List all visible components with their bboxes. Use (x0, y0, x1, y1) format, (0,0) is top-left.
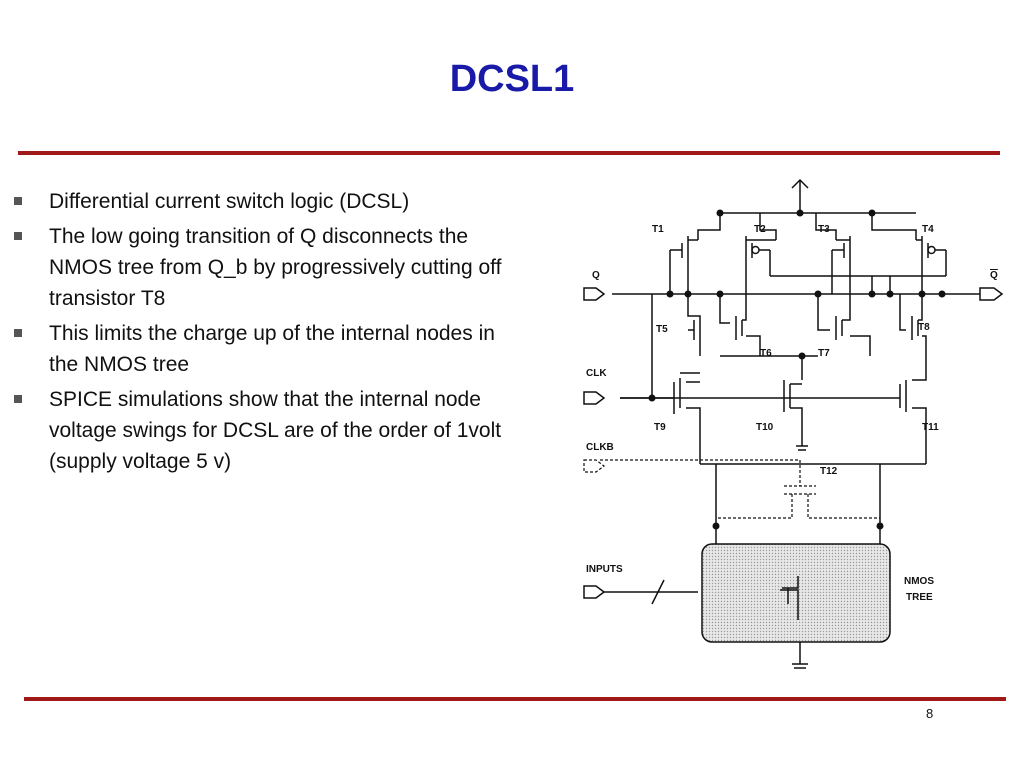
t12-dashed-path (583, 459, 880, 519)
nmos-tree-box (701, 543, 891, 643)
pmos-t1 (670, 236, 689, 268)
bullet-text: This limits the charge up of the interna… (49, 322, 495, 376)
label-t8: T8 (918, 322, 930, 333)
label-t2: T2 (754, 224, 766, 235)
bullet-item: SPICE simulations show that the internal… (14, 384, 504, 477)
label-inputs: INPUTS (586, 564, 623, 575)
nmos-t6 (719, 294, 761, 356)
bullet-text: SPICE simulations show that the internal… (49, 388, 502, 473)
label-clk: CLK (586, 368, 607, 379)
title-divider (18, 151, 1000, 155)
slide-title: DCSL1 (449, 58, 575, 100)
square-bullet-icon (14, 329, 22, 337)
label-t4: T4 (922, 224, 934, 235)
nmos-t10 (674, 360, 808, 451)
clk-port (583, 391, 606, 405)
nmos-t8 (899, 294, 927, 356)
q-port (583, 287, 606, 301)
q-bar-port (979, 287, 1004, 301)
square-bullet-icon (14, 197, 22, 205)
footer-divider (24, 697, 1006, 701)
supply-arrow-icon (791, 178, 809, 212)
bullet-item: Differential current switch logic (DCSL) (14, 186, 504, 217)
label-t1: T1 (652, 224, 664, 235)
label-t7: T7 (818, 348, 830, 359)
nmos-t5 (687, 294, 701, 356)
inputs-port (583, 585, 606, 599)
square-bullet-icon (14, 395, 22, 403)
label-clkb: CLKB (586, 442, 614, 453)
square-bullet-icon (14, 232, 22, 240)
label-t6: T6 (760, 348, 772, 359)
label-t5: T5 (656, 324, 668, 335)
label-q: Q (592, 270, 600, 281)
nmos-t11 (784, 356, 927, 464)
bullet-item: This limits the charge up of the interna… (14, 318, 504, 380)
inputs-line (604, 579, 698, 605)
bullet-text: Differential current switch logic (DCSL) (49, 190, 410, 213)
pmos-t3 (832, 236, 851, 268)
bullet-list: Differential current switch logic (DCSL)… (14, 186, 504, 481)
label-t11: T11 (922, 422, 939, 433)
nmos-t9 (620, 294, 701, 464)
label-t12: T12 (820, 466, 838, 477)
junction-dots (648, 209, 946, 530)
label-t9: T9 (654, 422, 666, 433)
label-nmos: NMOS (904, 576, 934, 587)
bullet-item: The low going transition of Q disconnect… (14, 221, 504, 314)
label-q-bar: Q (990, 270, 998, 281)
page-number: 8 (926, 706, 934, 721)
dcsl-circuit-diagram: T1 T2 T3 T4 T5 T6 T7 T8 T9 T10 T11 T12 Q… (583, 178, 1004, 669)
nmos-t7 (817, 294, 871, 356)
label-tree: TREE (906, 592, 933, 603)
clkb-port (583, 459, 605, 473)
label-t10: T10 (756, 422, 774, 433)
label-t3: T3 (818, 224, 830, 235)
bullet-text: The low going transition of Q disconnect… (49, 225, 502, 310)
